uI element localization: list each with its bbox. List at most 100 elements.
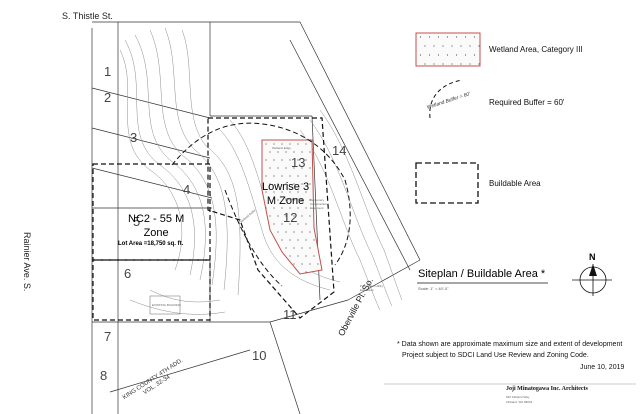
stipple-dot bbox=[281, 191, 283, 193]
lot-number-8: 8 bbox=[100, 368, 108, 383]
stipple-dot bbox=[424, 63, 426, 65]
stipple-dot bbox=[273, 223, 275, 225]
stipple-dot bbox=[464, 54, 467, 56]
stipple-dot bbox=[309, 231, 311, 233]
zone-label-lowrise: Lowrise 3 M Zone bbox=[262, 180, 309, 208]
stipple-dot bbox=[309, 263, 311, 265]
stipple-dot bbox=[297, 239, 299, 241]
zone-nc2-suffix: Zone bbox=[143, 227, 169, 239]
stipple-dot bbox=[289, 191, 291, 193]
stipple-dot bbox=[469, 63, 471, 65]
stipple-dot bbox=[305, 143, 307, 145]
stipple-dot bbox=[265, 159, 267, 161]
stipple-dot bbox=[305, 159, 307, 161]
stipple-dot bbox=[451, 63, 453, 65]
stipple-dot bbox=[285, 247, 287, 249]
stipple-dot bbox=[305, 175, 307, 177]
stipple-dot bbox=[293, 263, 295, 265]
stipple-dot bbox=[433, 63, 435, 65]
lot-number-7: 7 bbox=[104, 329, 112, 344]
stipple-dot bbox=[289, 223, 291, 225]
stipple-dot bbox=[305, 271, 307, 273]
stipple-dot bbox=[281, 239, 283, 241]
wetland-stipple bbox=[265, 143, 319, 273]
stipple-dot bbox=[305, 191, 307, 193]
stipple-dot bbox=[478, 63, 480, 65]
north-label: N bbox=[589, 252, 596, 262]
stipple-dot bbox=[301, 151, 303, 153]
stipple-dot bbox=[265, 207, 267, 209]
stipple-dot bbox=[269, 151, 271, 153]
stipple-dot bbox=[301, 183, 303, 185]
stipple-dot bbox=[313, 239, 315, 241]
lot-number-4: 4 bbox=[183, 182, 191, 197]
stipple-dot bbox=[309, 151, 311, 153]
stipple-dot bbox=[297, 175, 299, 177]
stipple-dot bbox=[293, 183, 295, 185]
existing-building bbox=[149, 295, 181, 315]
lot-number-2: 2 bbox=[104, 90, 112, 105]
lot-number-13: 13 bbox=[291, 155, 306, 170]
stipple-dot bbox=[428, 36, 431, 38]
stipple-dot bbox=[293, 199, 295, 201]
stipple-dot bbox=[289, 159, 291, 161]
stipple-dot bbox=[285, 199, 287, 201]
street-label-rainier: Rainier Ave. S. bbox=[22, 232, 32, 292]
stipple-dot bbox=[285, 167, 287, 169]
east-row-line bbox=[299, 21, 421, 261]
stipple-dot bbox=[473, 36, 476, 38]
stipple-dot bbox=[289, 255, 291, 257]
stipple-dot bbox=[313, 255, 315, 257]
lot-number-12: 12 bbox=[283, 210, 298, 225]
stipple-dot bbox=[460, 45, 462, 47]
legend-buffer-swatch bbox=[429, 79, 463, 119]
zone-label-nc2: NC2 - 55 M Zone bbox=[128, 212, 184, 240]
stipple-dot bbox=[265, 175, 267, 177]
stipple-dot bbox=[289, 239, 291, 241]
stipple-dot bbox=[265, 143, 267, 145]
stipple-dot bbox=[285, 151, 287, 153]
lot-line-2 bbox=[91, 87, 211, 119]
firm-contact: Kirkland, WA 98033 bbox=[506, 400, 533, 404]
stipple-dot bbox=[269, 215, 271, 217]
stipple-dot bbox=[281, 143, 283, 145]
stipple-dot bbox=[277, 167, 279, 169]
lot-number-11: 11 bbox=[283, 307, 297, 322]
stipple-dot bbox=[305, 207, 307, 209]
stipple-dot bbox=[297, 159, 299, 161]
stipple-dot bbox=[273, 207, 275, 209]
stipple-dot bbox=[273, 159, 275, 161]
stipple-dot bbox=[293, 247, 295, 249]
development-note-line2: Project subject to SDCI Land Use Review … bbox=[402, 352, 589, 359]
zone-lowrise-name: Lowrise 3 bbox=[262, 181, 310, 193]
stipple-dot bbox=[317, 263, 319, 265]
lot-number-5: 5 bbox=[133, 214, 141, 229]
stipple-dot bbox=[289, 207, 291, 209]
required-buffer-line-2 bbox=[224, 189, 283, 287]
plan-title: Siteplan / Buildable Area * bbox=[418, 268, 546, 280]
stipple-dot bbox=[442, 45, 444, 47]
stipple-dot bbox=[464, 36, 467, 38]
plat-line bbox=[109, 349, 251, 393]
stipple-dot bbox=[305, 255, 307, 257]
parcel-line bbox=[269, 299, 349, 323]
stipple-dot bbox=[277, 231, 279, 233]
stipple-dot bbox=[293, 215, 295, 217]
stipple-dot bbox=[437, 54, 440, 56]
stipple-dot bbox=[478, 45, 480, 47]
stipple-dot bbox=[424, 45, 426, 47]
stipple-dot bbox=[301, 263, 303, 265]
north-arrow bbox=[572, 264, 612, 296]
plan-note-temporary-easement: Temporary Construction Easement bbox=[310, 198, 327, 210]
east-row-line-2 bbox=[289, 39, 411, 271]
stipple-dot bbox=[305, 223, 307, 225]
stipple-dot bbox=[469, 45, 471, 47]
plan-note-wetland-edge-b: Wetland Edge bbox=[285, 197, 304, 201]
stipple-dot bbox=[281, 175, 283, 177]
stipple-dot bbox=[273, 175, 275, 177]
plan-note-wetland-edge-a: Wetland Edge bbox=[272, 146, 291, 150]
stipple-dot bbox=[297, 191, 299, 193]
stipple-dot bbox=[419, 36, 422, 38]
stipple-dot bbox=[460, 63, 462, 65]
